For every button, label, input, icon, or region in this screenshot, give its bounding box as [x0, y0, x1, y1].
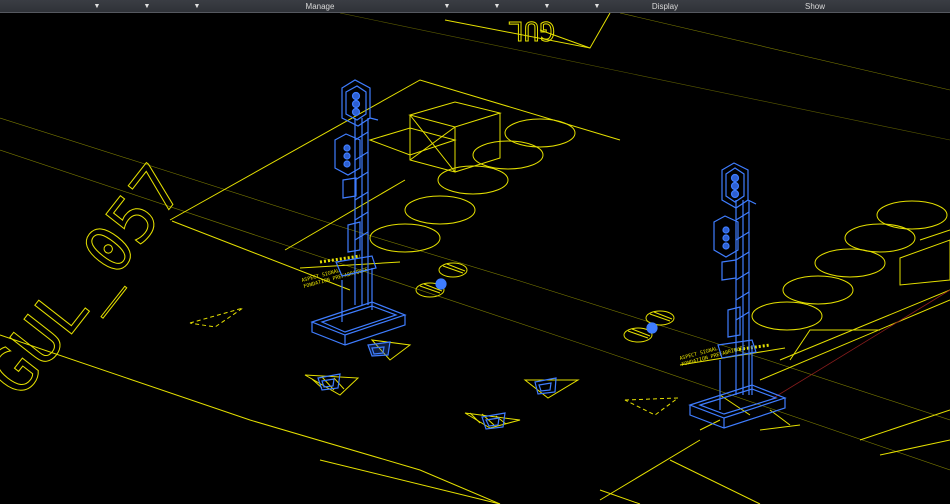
svg-text:GUL: GUL: [508, 15, 555, 45]
ribbon-expand-arrow-7[interactable]: ▼: [593, 3, 601, 10]
road-label-gul-057: GUL_057: [0, 151, 199, 410]
road-label-gul-top: GUL: [508, 15, 556, 46]
ribbon-expand-arrow-2[interactable]: ▼: [143, 3, 151, 10]
ribbon-panel-manage[interactable]: Manage: [305, 2, 335, 11]
ribbon-expand-arrow-3[interactable]: ▼: [193, 3, 201, 10]
svg-text:GUL_057: GUL_057: [0, 152, 199, 410]
red-boundary-line: [769, 289, 950, 401]
signal-mast-right[interactable]: [646, 162, 787, 429]
signal-mast-left[interactable]: [310, 79, 557, 430]
ribbon-panel-show[interactable]: Show: [804, 2, 826, 11]
drawing-viewport[interactable]: GUL_057 GUL ASPECT SIGNAL FONDATION PREF…: [0, 13, 950, 504]
ribbon-expand-arrow-1[interactable]: ▼: [93, 3, 101, 10]
drawing-linework: [0, 13, 950, 504]
ribbon-panel-bar: ▼ ▼ ▼ Manage ▼ ▼ ▼ ▼ Display Show: [0, 0, 950, 13]
ribbon-expand-arrow-4[interactable]: ▼: [443, 3, 451, 10]
ribbon-panel-display[interactable]: Display: [651, 2, 679, 11]
ribbon-expand-arrow-5[interactable]: ▼: [493, 3, 501, 10]
signal-annotation-left: ASPECT SIGNAL FONDATION PREFABRIQUEE: [301, 254, 368, 290]
ribbon-expand-arrow-6[interactable]: ▼: [543, 3, 551, 10]
